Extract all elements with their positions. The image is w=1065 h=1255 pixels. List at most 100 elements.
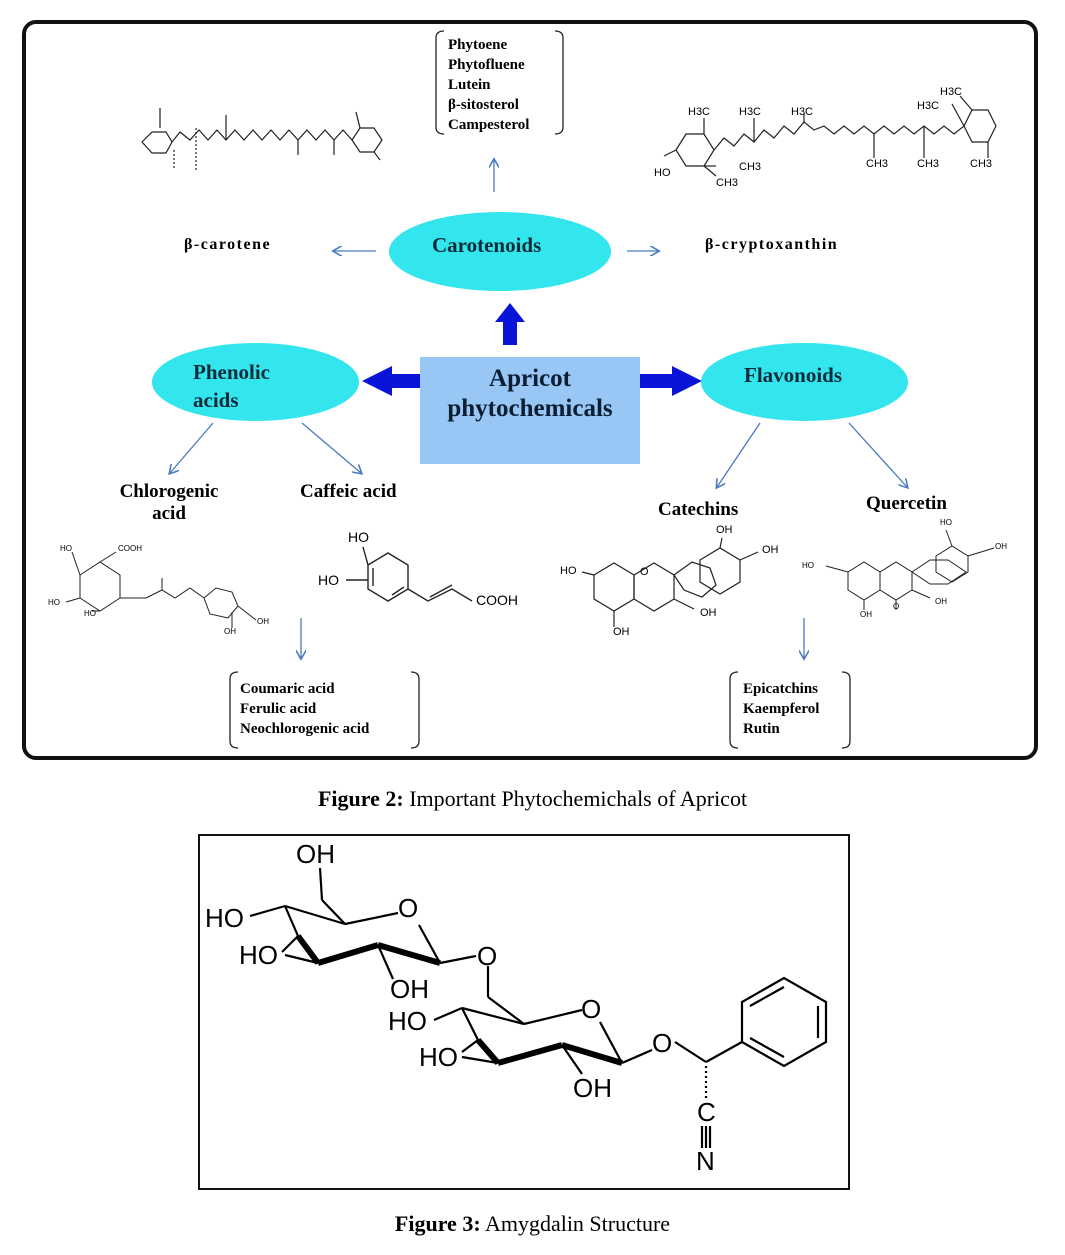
carotenoid-list-bracket-right [554, 30, 564, 135]
arrow-left-to-phenolic [362, 366, 420, 396]
carotenoids-label: Carotenoids [432, 233, 542, 257]
flavonoid-item: Kaempferol [743, 701, 820, 717]
arrow-to-quercetin [848, 422, 907, 487]
label-o: O [581, 994, 602, 1024]
quercetin-label: Quercetin [866, 493, 947, 514]
label-cooh: COOH [118, 544, 142, 553]
label-ho: HO [239, 940, 278, 970]
arrow-to-catechins [717, 422, 761, 487]
carotenoid-item: β-sitosterol [448, 97, 519, 113]
phenolic-acids-list: Coumaric acid Ferulic acid Neochlorogeni… [240, 679, 369, 739]
arrow-to-caffeic [301, 422, 361, 473]
label-o: O [398, 893, 419, 923]
center-label-line2: phytochemicals [447, 395, 613, 422]
label-c: C [697, 1097, 716, 1127]
figure2-caption-text: Important Phytochemichals of Apricot [403, 786, 748, 811]
label-o: O [893, 602, 900, 611]
label-ch3: CH3 [917, 158, 940, 170]
caffeic-acid-structure [346, 546, 473, 602]
label-h3c: H3C [791, 106, 814, 118]
flavonoids-list: Epicatchins Kaempferol Rutin [743, 679, 819, 739]
phenolic-acids-node: Phenolic acids [152, 343, 359, 421]
figure3-caption-label: Figure 3: [394, 1211, 481, 1236]
arrow-up-to-carotenoids [495, 303, 525, 345]
bracket-frames [229, 30, 851, 749]
carotenoid-item: Lutein [448, 77, 491, 93]
label-o: O [640, 566, 649, 578]
label-ho: HO [205, 903, 244, 933]
label-ch3: CH3 [866, 158, 889, 170]
phenolic-item: Coumaric acid [240, 681, 335, 697]
label-oh: OH [573, 1073, 612, 1103]
figure3-caption: Figure 3: Amygdalin Structure [0, 1211, 1065, 1237]
label-h3c: H3C [917, 100, 940, 112]
label-oh: OH [935, 597, 947, 606]
label-ho: HO [348, 529, 369, 545]
catechin-structure [581, 537, 759, 627]
flavonoids-label: Flavonoids [744, 363, 843, 387]
label-oh: OH [257, 617, 269, 626]
phenolic-list-bracket-right [410, 671, 420, 749]
figure3-frame [198, 834, 850, 1190]
catechins-label: Catechins [658, 499, 739, 520]
figure2-caption: Figure 2: Important Phytochemichals of A… [0, 786, 1065, 812]
caffeic-acid-label: Caffeic acid [300, 481, 397, 502]
arrow-right-to-flavonoids [640, 366, 702, 396]
label-ho: HO [60, 544, 72, 553]
flavonoid-item: Epicatchins [743, 681, 819, 697]
label-ho: HO [84, 609, 96, 618]
beta-carotene-structure [141, 108, 383, 170]
carotenoids-node: Carotenoids [389, 212, 611, 291]
label-ho: HO [48, 598, 60, 607]
label-oh: OH [716, 524, 733, 536]
flavonoid-list-bracket-right [841, 671, 851, 749]
figure2-caption-label: Figure 2: [317, 786, 404, 811]
phenolic-list-bracket-left [229, 671, 239, 749]
label-ho: HO [654, 167, 671, 179]
carotenoid-item: Campesterol [448, 117, 530, 133]
label-ho: HO [940, 518, 952, 527]
label-oh: OH [296, 839, 335, 869]
beta-carotene-label: β-carotene [184, 236, 272, 253]
phenolic-label-line1: Phenolic [193, 360, 270, 384]
label-ho: HO [560, 565, 577, 577]
quercetin-structure [825, 529, 995, 610]
apricot-phytochemicals-box: Apricot phytochemicals [420, 357, 640, 464]
flavonoids-node: Flavonoids [701, 343, 908, 421]
carotenoid-list-bracket-left [435, 30, 445, 135]
beta-cryptoxanthin-structure [663, 95, 997, 177]
chlorogenic-line1: Chlorogenic [119, 481, 219, 502]
label-h3c: H3C [739, 106, 762, 118]
center-label-line1: Apricot [489, 365, 571, 392]
label-h3c: H3C [688, 106, 711, 118]
label-oh: OH [700, 607, 717, 619]
thick-arrows [362, 303, 702, 396]
label-oh: OH [613, 626, 630, 638]
label-ch3: CH3 [716, 177, 739, 189]
flavonoid-item: Rutin [743, 721, 780, 737]
figure2-frame [22, 20, 1038, 760]
label-oh: OH [390, 974, 429, 1004]
figure3-caption-text: Amygdalin Structure [480, 1211, 671, 1236]
carotenoid-item: Phytofluene [448, 57, 525, 73]
label-cooh: COOH [476, 592, 518, 608]
label-ho: HO [388, 1006, 427, 1036]
label-ch3: CH3 [970, 158, 993, 170]
phenolic-item: Neochlorogenic acid [240, 721, 370, 737]
label-o: O [477, 941, 498, 971]
label-oh: OH [995, 542, 1007, 551]
amygdalin-structure [249, 867, 828, 1148]
thin-arrows [170, 160, 907, 658]
label-oh: OH [860, 610, 872, 619]
label-ch3: CH3 [739, 161, 762, 173]
label-h3c: H3C [940, 86, 963, 98]
beta-cryptoxanthin-label: β-cryptoxanthin [705, 236, 839, 253]
label-ho: HO [318, 572, 339, 588]
carotenoid-list: Phytoene Phytofluene Lutein β-sitosterol… [448, 35, 529, 135]
label-ho: HO [419, 1042, 458, 1072]
label-n: N [696, 1146, 715, 1176]
carotenoid-item: Phytoene [448, 37, 508, 53]
chlorogenic-line2: acid [152, 503, 186, 524]
chlorogenic-acid-label: Chlorogenic acid [109, 481, 229, 525]
